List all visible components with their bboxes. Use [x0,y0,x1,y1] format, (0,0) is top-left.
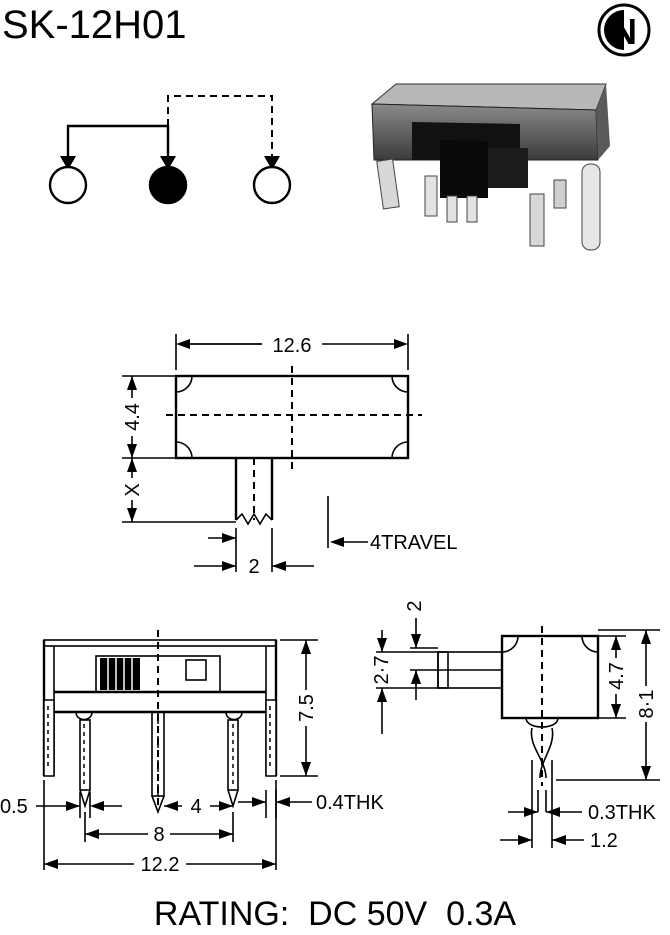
dim-side-pin-label: 1.2 [590,830,618,852]
dim-side-body-label: 4.7 [606,662,628,690]
top-view: 12.6 4.4 X 2 4TRAVEL [120,334,457,578]
logo-letter: N [611,11,637,52]
dim-pin-width-label: 0.5 [0,796,28,818]
brand-logo: N [597,3,651,57]
dim-side-thickness-label: 0.3THK [588,802,656,824]
dim-actuator-label: 2 [248,556,259,578]
front-view: 7.5 0.5 4 8 12.2 [0,630,384,876]
dim-pin-pitch-label: 4 [190,796,201,818]
dim-side-overall-label: 8·1 [636,690,658,719]
part-number-title: SK-12H01 [2,3,187,47]
rating-text: RATING: DC 50V 0.3A [154,895,516,933]
dim-side-actuator-label: 2·7 [371,656,393,685]
dim-total-width-label: 12.2 [141,854,180,876]
terminal-common-circle [148,165,188,205]
terminal-right-circle [252,165,292,205]
terminal-left-circle [48,165,88,205]
dim-front-thickness-label: 0.4THK [316,792,384,814]
dim-height-label: 4.4 [122,403,144,431]
dim-outer-pitch-label: 8 [153,824,164,846]
dim-x-label: X [122,483,144,496]
dim-width-label: 12.6 [273,335,312,357]
product-photo [370,83,610,251]
dim-side-top-label: 2 [404,600,426,611]
side-view: 2 2·7 4.7 8·1 0.3THK [371,600,660,852]
travel-label: 4TRAVEL [370,532,457,554]
dim-front-height-label: 7.5 [296,694,318,722]
switch-schematic [48,95,292,205]
